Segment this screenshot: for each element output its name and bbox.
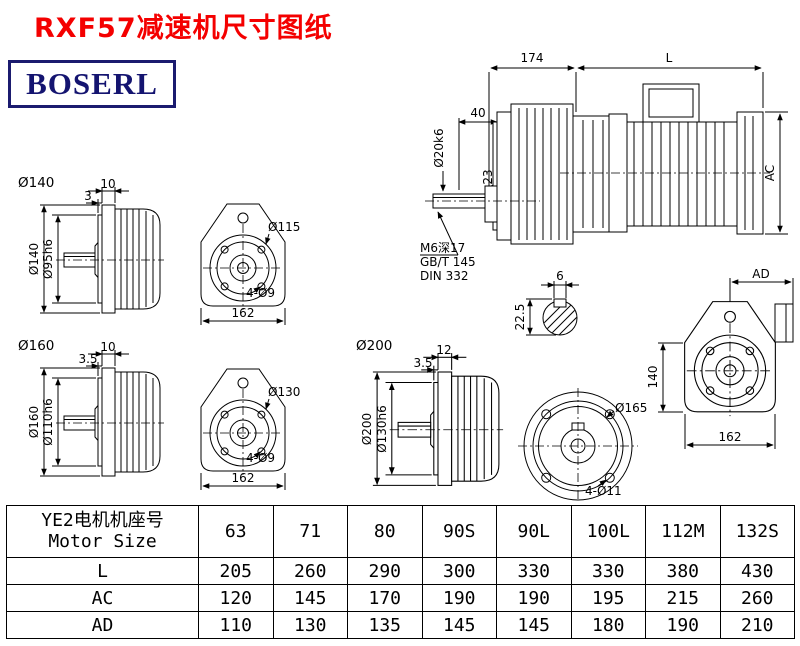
dim-hub-dia: 23 bbox=[481, 169, 495, 184]
cell: 135 bbox=[347, 611, 423, 639]
side-view-160: 10 3.5 Ø160 Ø110h6 bbox=[27, 340, 164, 476]
note-tap-hole: M6深17 bbox=[420, 241, 465, 255]
dim-40: 40 bbox=[470, 106, 485, 120]
row-label-L: L bbox=[6, 557, 199, 585]
cell: 190 bbox=[421, 584, 497, 612]
dim-L: L bbox=[666, 51, 673, 65]
cell: 145 bbox=[496, 611, 572, 639]
dim-rear-height: 140 bbox=[646, 366, 660, 389]
cell: 180 bbox=[570, 611, 646, 639]
dim-shaft-dia: Ø20k6 bbox=[432, 128, 446, 167]
boserl-logo-text: BOSERL bbox=[26, 66, 158, 101]
dim-flange-dia-160: Ø160 bbox=[27, 406, 41, 438]
cell: 260 bbox=[719, 584, 795, 612]
cell: 330 bbox=[496, 557, 572, 585]
dim-AD: AD bbox=[752, 267, 769, 281]
dim-spigot-step-200: 3.5 bbox=[413, 356, 432, 370]
motor-size-header: YE2电机机座号 Motor Size bbox=[6, 505, 199, 558]
col-header-100l: 100L bbox=[570, 505, 646, 558]
dim-key-width: 6 bbox=[556, 269, 564, 283]
flange-label-160: Ø160 bbox=[18, 338, 54, 354]
motor-size-label-en: Motor Size bbox=[48, 531, 157, 553]
motor-size-label-cn: YE2电机机座号 bbox=[41, 509, 164, 531]
dim-bolt-circle-140: Ø115 bbox=[268, 220, 300, 234]
col-header-90s: 90S bbox=[421, 505, 497, 558]
cell: 110 bbox=[198, 611, 274, 639]
front-view-200: Ø165 4-Ø11 bbox=[518, 388, 647, 502]
row-label-AC: AC bbox=[6, 584, 199, 612]
dim-bolt-circle-160: Ø130 bbox=[268, 385, 300, 399]
dim-holes-140: 4-Ø9 bbox=[246, 286, 275, 300]
technical-drawing-svg: Ø140 Ø160 Ø200 10 3 Ø140 Ø95h6 Ø115 4-Ø9… bbox=[18, 51, 794, 502]
flange-label-140: Ø140 bbox=[18, 175, 54, 191]
col-header-90l: 90L bbox=[496, 505, 572, 558]
cell: 260 bbox=[272, 557, 348, 585]
row-label-AD: AD bbox=[6, 611, 199, 639]
cell: 215 bbox=[645, 584, 721, 612]
cell: 380 bbox=[645, 557, 721, 585]
dim-bolt-circle-200: Ø165 bbox=[615, 401, 647, 415]
front-view-160: Ø130 4-Ø9 162 bbox=[200, 368, 300, 490]
terminal-box bbox=[642, 83, 700, 123]
col-header-132s: 132S bbox=[719, 505, 795, 558]
note-din-standard: DIN 332 bbox=[420, 269, 468, 283]
dim-key-height: 22.5 bbox=[513, 304, 527, 331]
cell: 430 bbox=[719, 557, 795, 585]
dim-flange-thickness-140: 10 bbox=[100, 177, 115, 191]
side-view-140: 10 3 Ø140 Ø95h6 bbox=[27, 177, 164, 313]
cell: 195 bbox=[570, 584, 646, 612]
terminal-box-front bbox=[774, 303, 794, 343]
table-row-L: L 205 260 290 300 330 330 380 430 bbox=[6, 557, 795, 585]
page-title: RXF57减速机尺寸图纸 bbox=[34, 13, 333, 44]
cell: 190 bbox=[645, 611, 721, 639]
front-view-140: Ø115 4-Ø9 162 bbox=[200, 203, 300, 325]
table-row-AC: AC 120 145 170 190 190 195 215 260 bbox=[6, 584, 795, 612]
boserl-logo: BOSERL bbox=[8, 60, 176, 108]
note-gb-standard: GB/T 145 bbox=[420, 255, 476, 269]
dim-spigot-step-160: 3.5 bbox=[78, 352, 97, 366]
dim-width-160: 162 bbox=[232, 471, 255, 485]
cell: 130 bbox=[272, 611, 348, 639]
dim-rear-width: 162 bbox=[719, 430, 742, 444]
dim-spigot-step-140: 3 bbox=[84, 189, 92, 203]
dim-flange-thickness-160: 10 bbox=[100, 340, 115, 354]
dim-spigot-dia-140: Ø95h6 bbox=[41, 239, 55, 279]
dim-flange-dia-140: Ø140 bbox=[27, 243, 41, 275]
cell: 210 bbox=[719, 611, 795, 639]
col-header-63: 63 bbox=[198, 505, 274, 558]
side-view-200: 12 3.5 Ø200 Ø130h6 bbox=[360, 343, 503, 485]
dim-spigot-dia-160: Ø110h6 bbox=[41, 398, 55, 446]
col-header-71: 71 bbox=[272, 505, 348, 558]
cell: 145 bbox=[421, 611, 497, 639]
dim-174: 174 bbox=[521, 51, 544, 65]
dim-AC: AC bbox=[763, 165, 777, 181]
rear-front-view: AD 140 162 bbox=[646, 267, 794, 449]
dim-width-140: 162 bbox=[232, 306, 255, 320]
dimension-table: YE2电机机座号 Motor Size 63 71 80 90S 90L 100… bbox=[6, 505, 795, 639]
dim-holes-160: 4-Ø9 bbox=[246, 451, 275, 465]
dim-spigot-dia-200: Ø130h6 bbox=[375, 405, 389, 453]
dim-flange-thickness-200: 12 bbox=[436, 343, 451, 357]
flange-label-200: Ø200 bbox=[356, 338, 392, 354]
shaft-section-detail: 6 22.5 bbox=[513, 269, 579, 336]
cell: 120 bbox=[198, 584, 274, 612]
col-header-112m: 112M bbox=[645, 505, 721, 558]
dim-flange-dia-200: Ø200 bbox=[360, 413, 374, 445]
cell: 190 bbox=[496, 584, 572, 612]
cell: 300 bbox=[421, 557, 497, 585]
main-side-view: 174 L 40 Ø20k6 23 bbox=[420, 51, 788, 283]
col-header-80: 80 bbox=[347, 505, 423, 558]
cell: 145 bbox=[272, 584, 348, 612]
cell: 205 bbox=[198, 557, 274, 585]
cell: 330 bbox=[570, 557, 646, 585]
dim-holes-200: 4-Ø11 bbox=[585, 484, 622, 498]
cell: 290 bbox=[347, 557, 423, 585]
table-row-AD: AD 110 130 135 145 145 180 190 210 bbox=[6, 611, 795, 639]
cell: 170 bbox=[347, 584, 423, 612]
